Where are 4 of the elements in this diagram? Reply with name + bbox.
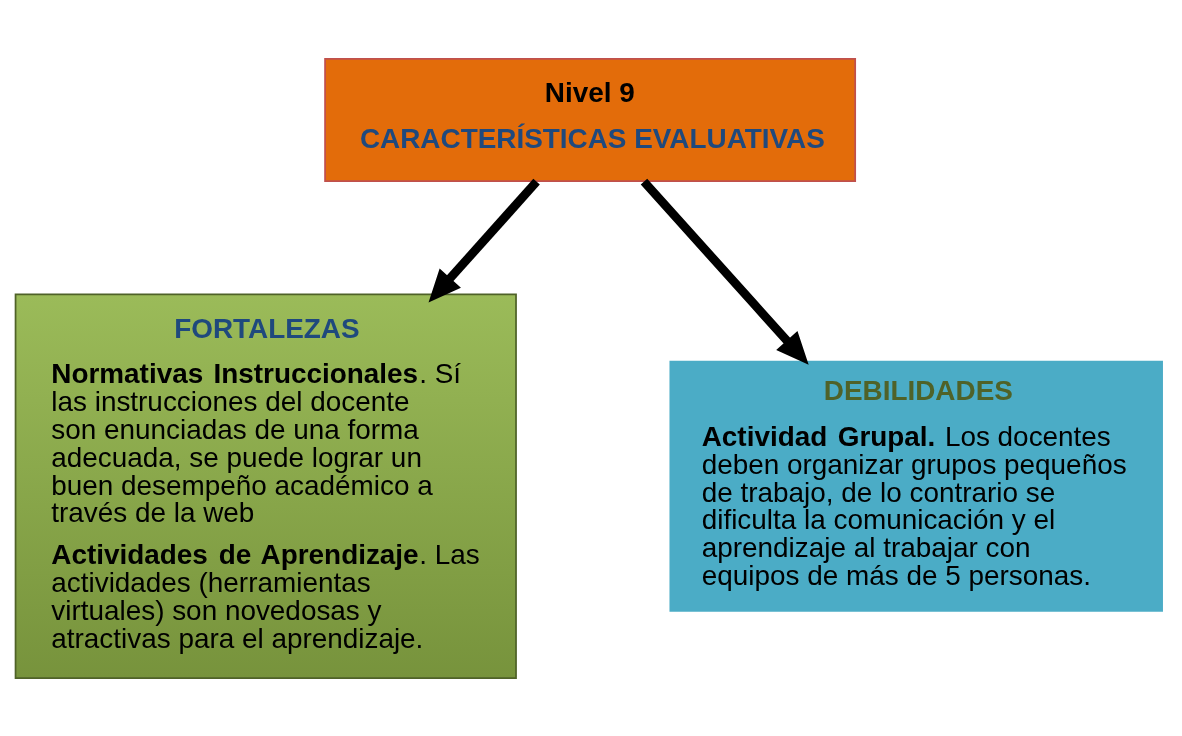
node-box: Nivel 9 CARACTERÍSTICAS EVALUATIVAS: [324, 57, 857, 182]
arrow: [428, 178, 540, 302]
node-box: FORTALEZAS Normativas Instruccionales. Sí las instrucciones del docente son enunciadas de una forma adecuada, se puede lograr un buen desempeño académico a través de la web Actividades de Aprendizaje. Las actividades (herramientas virtuales) son novedosas y atractivas para el aprendizaje.: [14, 293, 517, 679]
arrow: [640, 178, 809, 365]
